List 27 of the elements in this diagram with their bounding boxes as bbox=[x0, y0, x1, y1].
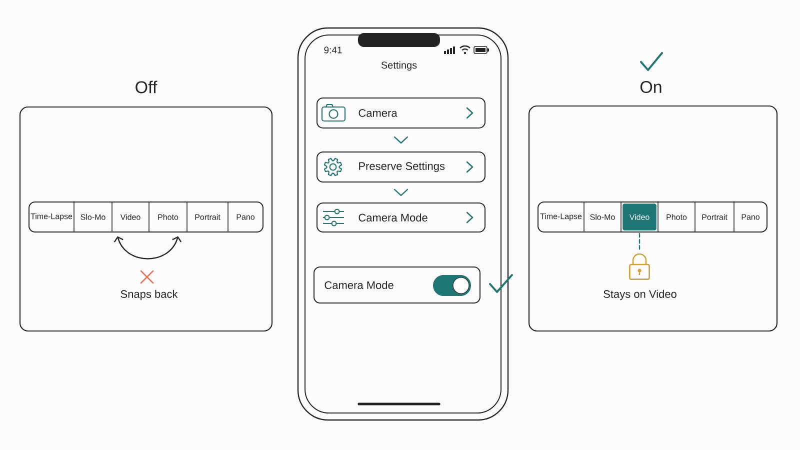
selected-mode-tab: Video bbox=[622, 204, 656, 230]
caption: Stays on Video bbox=[604, 290, 676, 300]
curved-double-arrow bbox=[114, 236, 182, 260]
mode-label: Slo-Mo bbox=[590, 214, 615, 220]
mode-label: Slo-Mo bbox=[80, 214, 106, 220]
mode-selector bbox=[28, 202, 264, 232]
mode-label: Pano bbox=[742, 214, 760, 220]
panel-heading: On bbox=[640, 80, 662, 94]
mode-label: Video bbox=[120, 214, 140, 220]
mode-label: Time-Lapse bbox=[540, 213, 582, 221]
down-chevron bbox=[394, 136, 408, 144]
dashed-line bbox=[638, 233, 640, 252]
mode-label: Time-Lapse bbox=[30, 213, 72, 221]
panel-heading: Off bbox=[136, 80, 158, 94]
caption: Snaps back bbox=[120, 290, 178, 300]
status-time: 9:41 bbox=[324, 46, 342, 54]
padlock-icon bbox=[629, 253, 650, 280]
mode-label: Portrait bbox=[195, 214, 220, 220]
down-chevron bbox=[394, 188, 408, 196]
mode-label: Portrait bbox=[702, 214, 728, 220]
settings-row: Camera Mode bbox=[316, 202, 486, 232]
settings-row: Preserve Settings bbox=[316, 152, 486, 182]
screen-title: Settings bbox=[381, 61, 417, 71]
mode-label: Photo bbox=[158, 214, 178, 220]
mode-label: Photo bbox=[666, 214, 687, 220]
mode-label: Pano bbox=[236, 214, 254, 220]
settings-row: Camera bbox=[316, 98, 486, 128]
